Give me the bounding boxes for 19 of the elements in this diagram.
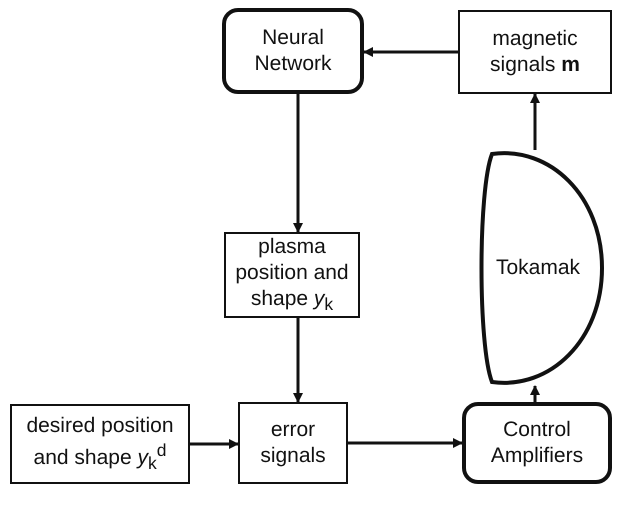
process-box bbox=[222, 8, 364, 94]
box-label: magnetic signals m bbox=[489, 26, 581, 78]
arrow bbox=[363, 47, 458, 57]
arrow bbox=[530, 93, 540, 150]
process-box bbox=[238, 402, 348, 484]
box-label: Tokamak bbox=[496, 254, 580, 281]
arrow bbox=[348, 438, 463, 448]
process-box bbox=[458, 10, 612, 94]
process-box bbox=[462, 402, 612, 484]
arrow bbox=[293, 94, 303, 233]
box-label: error signals bbox=[259, 416, 327, 469]
arrow bbox=[293, 318, 303, 403]
process-box bbox=[10, 404, 190, 484]
box-label: plasma position and shape y$_{k}$ bbox=[234, 234, 350, 316]
process-box bbox=[224, 232, 360, 318]
box-label: Control Amplifiers bbox=[490, 416, 584, 469]
box-label: Neural Network bbox=[253, 24, 333, 77]
arrow bbox=[530, 385, 540, 402]
arrow bbox=[190, 439, 239, 449]
